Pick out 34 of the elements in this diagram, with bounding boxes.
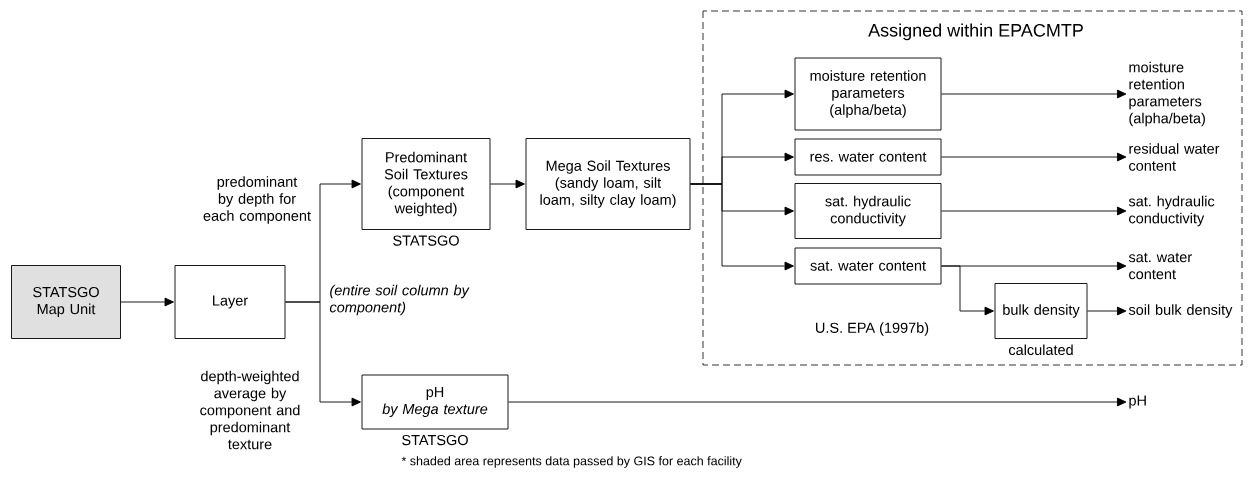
source-note: STATSGO bbox=[402, 434, 468, 446]
process-box: sat. hydraulic conductivity bbox=[794, 183, 942, 239]
arrow bbox=[941, 89, 1127, 99]
footnote: * shaded area represents data passed by GIS for each facility bbox=[401, 456, 742, 468]
process-box: moisture retention parameters (alpha/beta) bbox=[794, 57, 942, 131]
process-box: res. water content bbox=[794, 138, 942, 176]
arrow bbox=[941, 265, 994, 316]
output-text: soil bulk density bbox=[1128, 304, 1233, 318]
process-box: sat. water content bbox=[794, 247, 942, 285]
process-box: pH by Mega texture bbox=[361, 374, 509, 430]
process-box: Layer bbox=[174, 265, 286, 339]
process-box: Mega Soil Textures (sandy loam, silt loam, silty clay loam) bbox=[525, 138, 691, 230]
output-text: sat. water content bbox=[1128, 252, 1192, 280]
source-note: U.S. EPA (1997b) bbox=[816, 322, 929, 336]
output-text: pH bbox=[1129, 395, 1146, 409]
arrow bbox=[690, 183, 794, 271]
source-note: calculated bbox=[1008, 344, 1073, 356]
arrow bbox=[490, 179, 525, 189]
arrow bbox=[285, 301, 361, 407]
process-box: STATSGO Map Unit bbox=[11, 265, 121, 339]
output-text: moisture retention parameters (alpha/beta) bbox=[1129, 61, 1205, 127]
process-box: bulk density bbox=[994, 283, 1088, 339]
edge-label: predominant by depth for each component bbox=[200, 175, 314, 225]
note: (entire soil column by component) bbox=[329, 284, 470, 316]
output-text: residual water content bbox=[1129, 143, 1220, 171]
arrow bbox=[941, 206, 1127, 216]
arrow bbox=[508, 397, 1127, 407]
edge-label: depth-weighted average by component and predominant texture bbox=[190, 369, 310, 451]
source-note: STATSGO bbox=[393, 235, 459, 246]
process-box: Predominant Soil Textures (component weighted) bbox=[361, 138, 491, 230]
arrow bbox=[941, 152, 1127, 162]
arrow bbox=[1087, 306, 1127, 316]
output-text: sat. hydraulic conductivity bbox=[1128, 195, 1215, 227]
arrow bbox=[120, 297, 174, 307]
